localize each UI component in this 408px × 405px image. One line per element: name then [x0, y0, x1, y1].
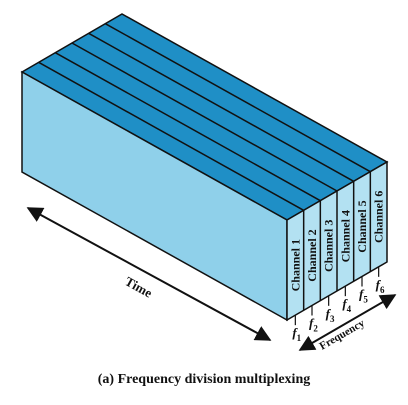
channel-label-1: Channel 1 — [288, 239, 302, 291]
frequency-label-3: f3 — [326, 306, 335, 324]
top-divider-5 — [104, 23, 371, 173]
frequency-label-1: f1 — [292, 325, 301, 343]
frequency-label-5: f5 — [359, 287, 368, 305]
channel-label-5: Channel 5 — [355, 200, 369, 252]
top-divider-1 — [38, 61, 305, 211]
top-divider-3 — [71, 42, 338, 192]
channel-label-2: Channel 2 — [305, 229, 319, 281]
channel-dividers — [38, 23, 372, 311]
time-label: Time — [123, 274, 156, 301]
channel-label-4: Channel 4 — [338, 210, 352, 262]
top-divider-2 — [54, 52, 321, 202]
top-divider-4 — [88, 32, 355, 182]
figure-caption: (a) Frequency division multiplexing — [97, 372, 311, 387]
frequency-label-2: f2 — [309, 316, 318, 334]
channel-label-3: Channel 3 — [322, 220, 336, 272]
frequency-arrow — [298, 294, 397, 351]
frequency-label-4: f4 — [342, 296, 351, 314]
frequency-label-6: f6 — [376, 277, 385, 295]
channel-label-6: Channel 6 — [372, 191, 386, 243]
time-arrow — [26, 207, 272, 341]
